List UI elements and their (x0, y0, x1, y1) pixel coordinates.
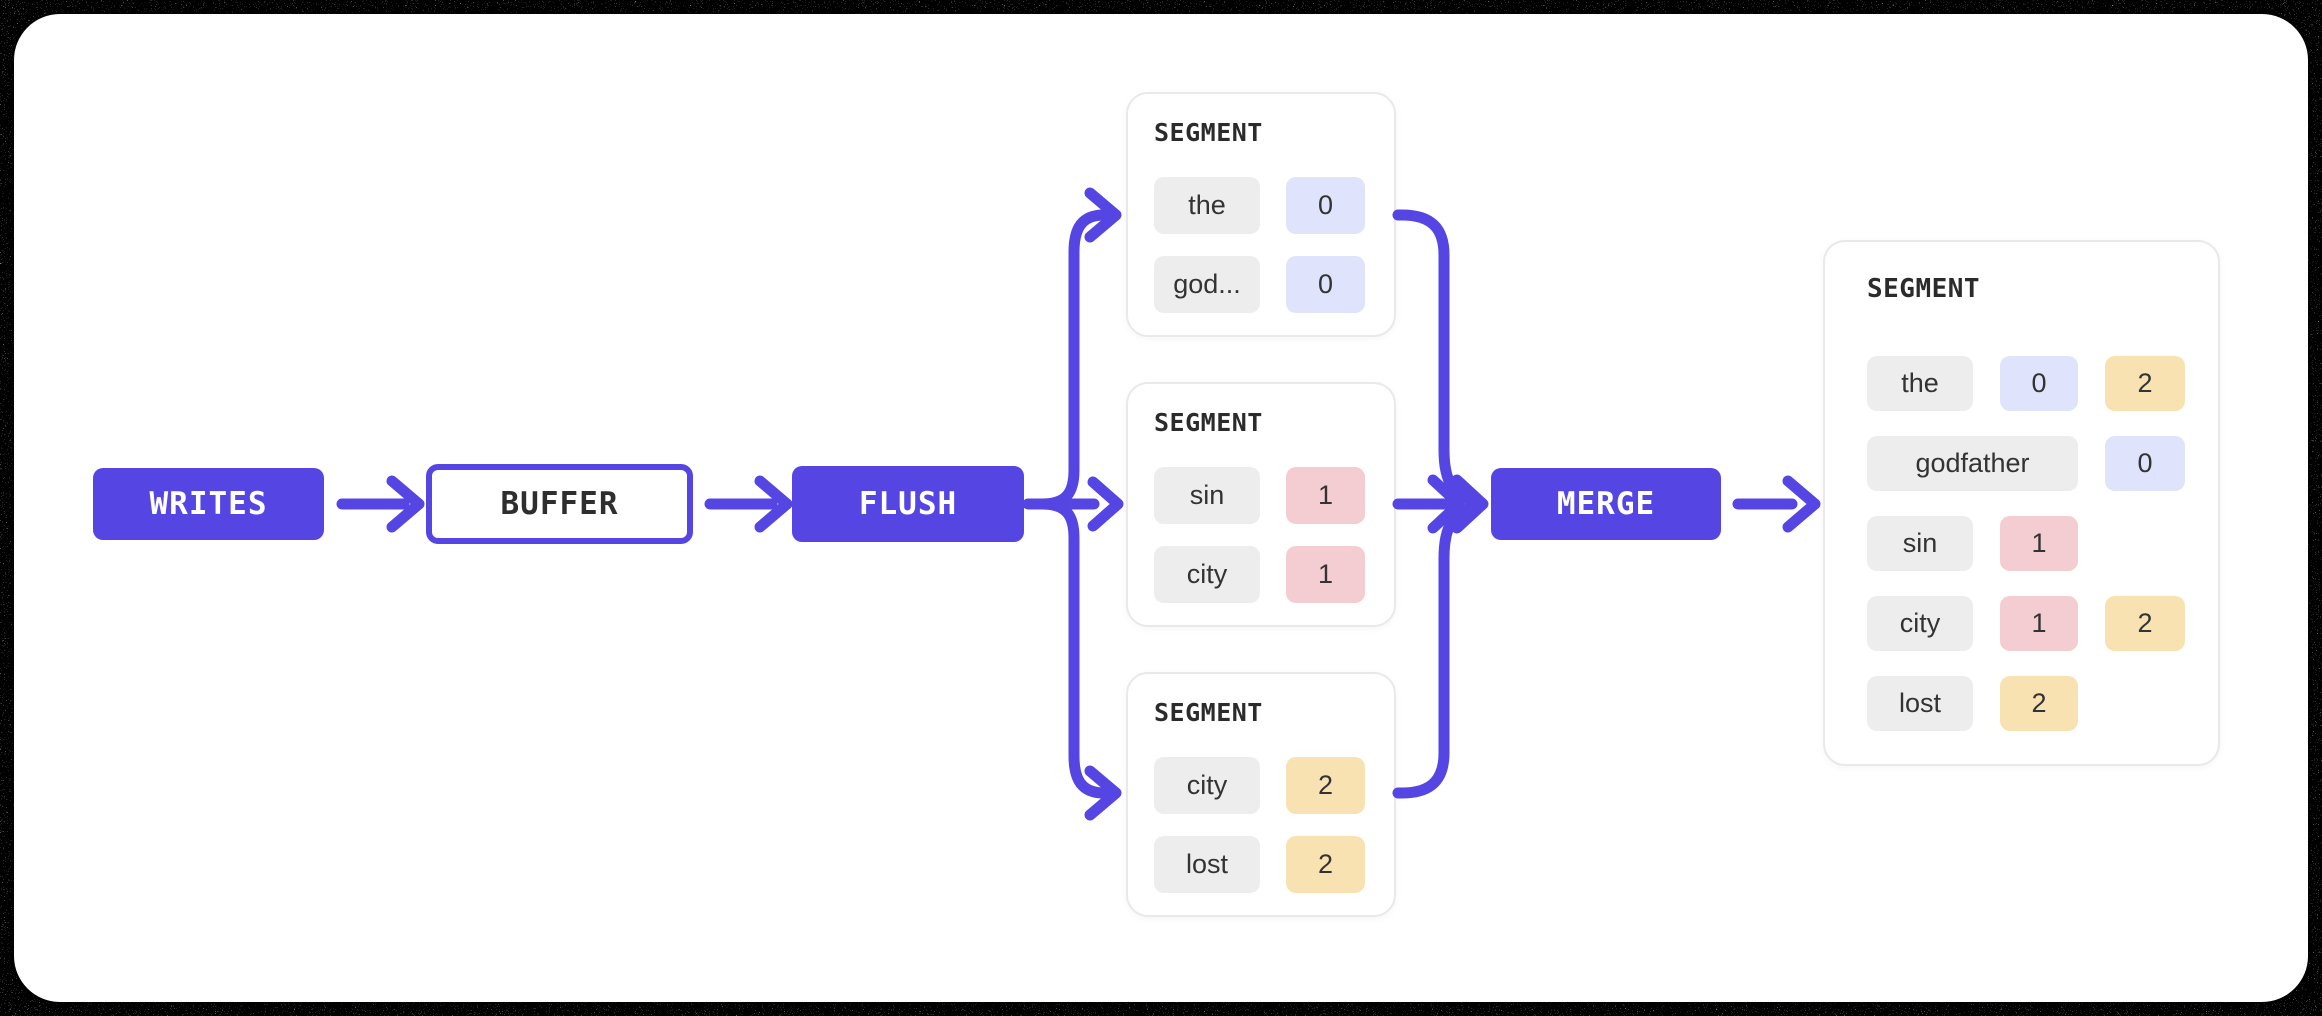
segment-id-badge: 2 (2105, 356, 2185, 411)
term-pill: city (1154, 757, 1260, 814)
term-pill: lost (1154, 836, 1260, 893)
segment-row: city 1 (1154, 546, 1368, 603)
segment-row: the 0 (1154, 177, 1368, 234)
term-pill: god... (1154, 256, 1260, 313)
merge-node: MERGE (1491, 468, 1721, 540)
segment-rows: sin 1 city 1 (1154, 467, 1368, 603)
segment-row: sin 1 (1154, 467, 1368, 524)
segment-title: SEGMENT (1154, 118, 1263, 147)
segment-id-badge: 1 (1286, 546, 1365, 603)
segment-row: city 2 (1154, 757, 1368, 814)
segment-rows: city 2 lost 2 (1154, 757, 1368, 893)
segment-id-badge: 0 (2000, 356, 2078, 411)
segment-id-badge: 2 (2000, 676, 2078, 731)
segment-id-badge: 2 (1286, 836, 1365, 893)
term-pill: city (1867, 596, 1973, 651)
segment-id-badge: 1 (2000, 596, 2078, 651)
segment-row: godfather 0 (1867, 436, 2185, 491)
term-pill: lost (1867, 676, 1973, 731)
segment-title: SEGMENT (1867, 274, 1981, 304)
segment-id-badge: 1 (2000, 516, 2078, 571)
segment-id-badge: 0 (2105, 436, 2185, 491)
term-pill: the (1867, 356, 1973, 411)
segment-id-badge: 0 (1286, 177, 1365, 234)
segment-row: lost 2 (1867, 676, 2184, 731)
segment-card-3: SEGMENT city 2 lost 2 (1126, 672, 1396, 917)
flush-node: FLUSH (792, 466, 1024, 542)
term-pill: sin (1154, 467, 1260, 524)
segment-id-badge: 1 (1286, 467, 1365, 524)
segment-row: sin 1 (1867, 516, 2184, 571)
writes-node: WRITES (93, 468, 324, 540)
segment-id-badge: 2 (1286, 757, 1365, 814)
term-pill: sin (1867, 516, 1973, 571)
segment-id-badge: 0 (1286, 256, 1365, 313)
segment-row: god... 0 (1154, 256, 1368, 313)
term-pill: city (1154, 546, 1260, 603)
segment-card-1: SEGMENT the 0 god... 0 (1126, 92, 1396, 337)
segment-rows: the 0 god... 0 (1154, 177, 1368, 313)
term-pill: godfather (1867, 436, 2078, 491)
segment-title: SEGMENT (1154, 698, 1263, 727)
segment-card-2: SEGMENT sin 1 city 1 (1126, 382, 1396, 627)
buffer-node: BUFFER (426, 464, 693, 544)
segment-row: lost 2 (1154, 836, 1368, 893)
segment-title: SEGMENT (1154, 408, 1263, 437)
segment-id-badge: 2 (2105, 596, 2185, 651)
term-pill: the (1154, 177, 1260, 234)
